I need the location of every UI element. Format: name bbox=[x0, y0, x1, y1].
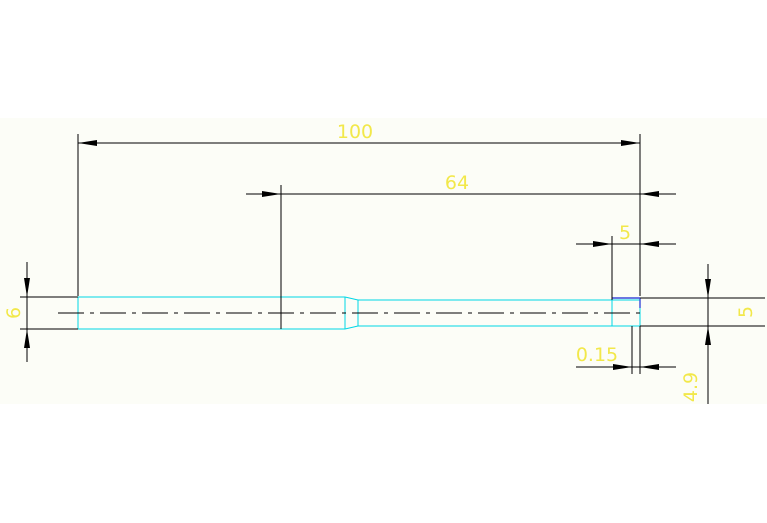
arrow-100-left bbox=[78, 140, 97, 146]
dimension-arrows bbox=[24, 140, 711, 370]
highlighted-edges bbox=[612, 297, 641, 308]
arrow-64-left bbox=[262, 191, 281, 197]
shaft-taper-top bbox=[344, 296, 359, 301]
arrow-6-top bbox=[24, 278, 30, 297]
arrow-015-right bbox=[640, 364, 659, 370]
shaft-part bbox=[77, 296, 641, 330]
arrow-5r-top bbox=[705, 279, 711, 298]
shaft-taper-bottom bbox=[344, 325, 359, 330]
arrow-5r-bottom bbox=[705, 326, 711, 345]
arrow-100-right bbox=[621, 140, 640, 146]
dim-label-5: 5 bbox=[619, 222, 631, 244]
drawing-canvas bbox=[0, 118, 767, 404]
arrow-6-bottom bbox=[24, 329, 30, 348]
dim-label-0-15: 0.15 bbox=[576, 344, 618, 366]
dim-label-5-diameter: 5 bbox=[735, 306, 757, 318]
dim-label-4-9: 4.9 bbox=[680, 372, 702, 402]
dim-label-64: 64 bbox=[445, 172, 469, 194]
dim-label-100: 100 bbox=[337, 121, 373, 143]
arrow-5-right bbox=[640, 241, 659, 247]
arrow-015-left bbox=[613, 364, 632, 370]
arrow-5-left bbox=[593, 241, 612, 247]
arrow-64-right bbox=[640, 191, 659, 197]
dimension-labels: 100 64 5 6 5 0.15 4.9 bbox=[3, 121, 757, 402]
dim-label-6: 6 bbox=[3, 307, 25, 319]
